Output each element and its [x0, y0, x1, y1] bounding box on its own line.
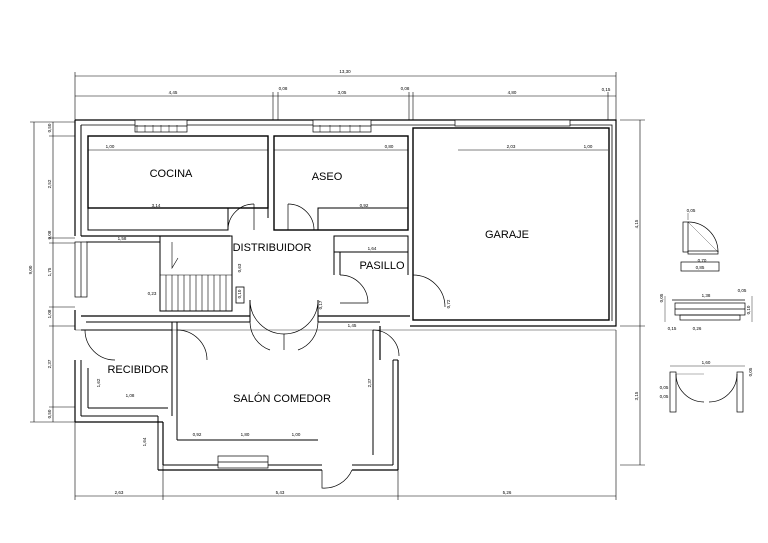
dim-detail3-c: 0,05: [660, 385, 669, 390]
room-garaje: GARAJE: [485, 229, 529, 241]
dim-garaje-a: 2,03: [507, 144, 516, 149]
detail-door-1: [680, 213, 720, 272]
dim-left-4: 1,75: [47, 267, 52, 276]
dim-left-7: 0,50: [47, 409, 52, 418]
interior-dimensions: 1,00 3,14 0,80 0,92 2,03 1,00 1,58 0,23 …: [96, 144, 593, 446]
dim-pasillo-b: 0,72: [446, 299, 451, 308]
dim-left-6: 2,37: [47, 359, 52, 368]
dimension-labels: 13,30 4,45 0,08 3,05 0,08 4,80 0,15 9,00…: [28, 69, 639, 495]
dim-top-1: 4,45: [169, 90, 178, 95]
dim-detail2-b: 0,05: [738, 288, 747, 293]
dim-detail2-e: 0,26: [693, 326, 702, 331]
dim-detail2-d: 0,10: [746, 305, 751, 314]
dim-top-3: 3,05: [338, 90, 347, 95]
room-aseo: ASEO: [312, 171, 343, 183]
dim-right-2: 3,15: [634, 391, 639, 400]
dim-bottom-2: 5,43: [276, 490, 285, 495]
dim-detail2-a: 1,38: [702, 293, 711, 298]
dim-recib-a: 1,62: [96, 378, 101, 387]
dim-aseo-b: 0,92: [360, 203, 369, 208]
dim-salon-c: 1,00: [292, 432, 301, 437]
dim-left-5: 1,08: [47, 309, 52, 318]
room-pasillo: PASILLO: [359, 260, 404, 272]
dim-detail1-b: 0,70: [698, 258, 707, 263]
dim-detail2-f: 0,15: [668, 326, 677, 331]
dim-salon-d: 2,37: [367, 378, 372, 387]
dim-top-2: 0,08: [279, 86, 288, 91]
detail-window-2: [664, 296, 753, 322]
room-cocina: COCINA: [150, 168, 193, 180]
dim-left-2: 2,52: [47, 179, 52, 188]
walls: [74, 119, 617, 471]
dim-salon-e: 1,64: [142, 437, 147, 446]
window-details: [88, 125, 608, 151]
dim-recib-b: 1,08: [126, 393, 135, 398]
dim-left-1: 0,50: [47, 123, 52, 132]
dim-stair-a: 1,58: [118, 236, 127, 241]
dim-aseo-a: 0,80: [385, 144, 394, 149]
dim-detail1-c: 0,85: [696, 265, 705, 270]
room-salon-comedor: SALÓN COMEDOR: [233, 392, 331, 405]
dim-detail2-c: 0,05: [659, 293, 664, 302]
dim-pasillo-c: 1,45: [348, 323, 357, 328]
room-distribuidor: DISTRIBUIDOR: [233, 242, 312, 254]
dim-garaje-b: 1,00: [584, 144, 593, 149]
dim-top-total: 13,30: [339, 69, 351, 74]
room-recibidor: RECIBIDOR: [107, 364, 168, 376]
dim-stair-c: 0,63: [237, 263, 242, 272]
dim-top-5: 4,80: [508, 90, 517, 95]
dim-detail3-b: 0,05: [748, 367, 753, 376]
dim-left-total: 9,00: [28, 265, 33, 274]
room-labels: COCINA ASEO DISTRIBUIDOR GARAJE PASILLO …: [107, 168, 529, 405]
dim-salon-b: 1,80: [241, 432, 250, 437]
dimension-lines: [30, 72, 645, 500]
dim-pasillo-a: 1,64: [368, 246, 377, 251]
dim-cocina-a: 1,00: [106, 144, 115, 149]
dim-detail3-a: 1,60: [702, 360, 711, 365]
dim-bottom-1: 2,63: [115, 490, 124, 495]
dim-cocina-b: 3,14: [152, 203, 161, 208]
dim-stair-d: 0,10: [237, 289, 242, 298]
dim-detail1-a: 0,05: [687, 208, 696, 213]
dim-right-1: 4,15: [634, 219, 639, 228]
dim-dist-a: 0,17: [318, 300, 323, 309]
dim-left-3: 0,08: [47, 230, 52, 239]
detail-double-door-3: [669, 365, 745, 413]
windows: [74, 119, 571, 469]
dim-top-4: 0,08: [401, 86, 410, 91]
doors: [84, 203, 446, 489]
dim-salon-a: 0,92: [193, 432, 202, 437]
staircase: [160, 242, 245, 311]
dim-bottom-3: 5,26: [503, 490, 512, 495]
dim-detail3-d: 0,05: [660, 394, 669, 399]
dim-top-6: 0,15: [602, 87, 611, 92]
dim-stair-b: 0,23: [148, 291, 157, 296]
